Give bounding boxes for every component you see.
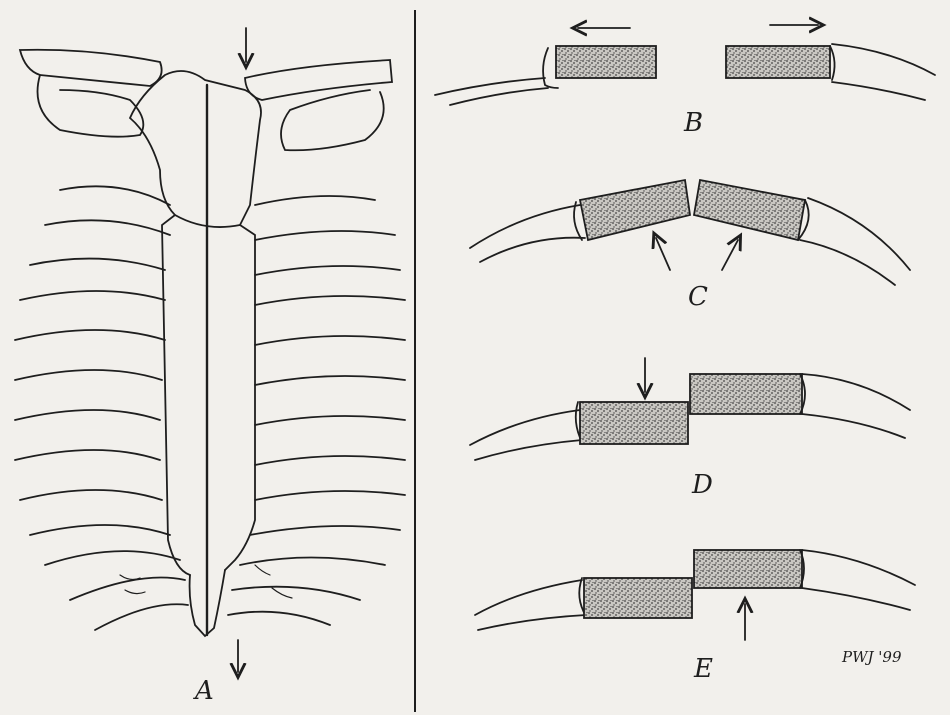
panel-d-drawing — [470, 358, 910, 460]
panel-a-drawing — [15, 28, 405, 672]
panel-c-drawing — [470, 180, 910, 285]
panel-b-label: B — [684, 108, 703, 138]
arrow-c-left — [656, 238, 670, 270]
fragment-e-right — [694, 550, 802, 588]
fragment-c-right — [694, 180, 805, 240]
fragment-c-left — [580, 180, 690, 240]
arrow-c-right — [722, 240, 738, 270]
right-clavicle — [245, 60, 392, 100]
panel-d-label: D — [692, 470, 713, 500]
fragment-d-right — [690, 374, 802, 414]
fragment-e-left — [584, 578, 692, 618]
panel-b-drawing — [435, 25, 935, 105]
sternum-body-right — [225, 225, 255, 570]
panel-a-label: A — [195, 676, 214, 706]
right-first-rib — [281, 90, 384, 150]
panel-e-label: E — [694, 654, 713, 684]
left-clavicle — [20, 50, 162, 86]
panel-c-label: C — [688, 282, 708, 312]
artist-signature: PWJ '99 — [842, 648, 902, 666]
panel-e-drawing — [475, 550, 915, 640]
fragment-d-left — [580, 402, 688, 444]
fragment-b-left — [556, 46, 656, 78]
sternum-body — [162, 215, 190, 575]
manubrium — [130, 71, 261, 227]
fragment-b-right — [726, 46, 830, 78]
